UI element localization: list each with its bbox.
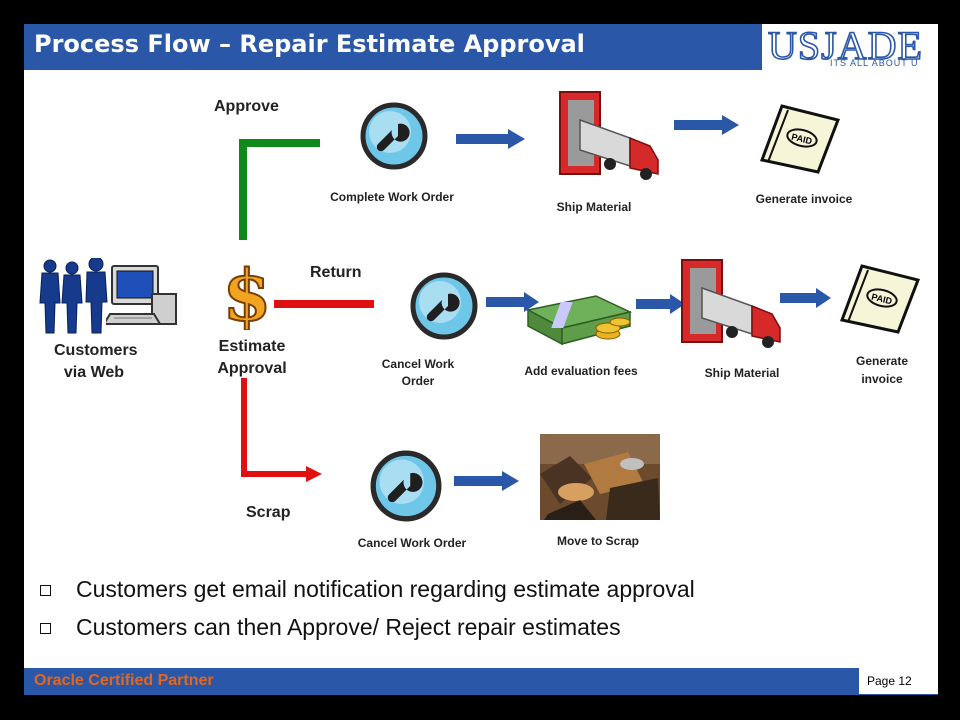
page-number-box: Page 12 bbox=[859, 668, 938, 694]
customers-label: Customers via Web bbox=[54, 342, 138, 381]
logo: USJADE ITS ALL ABOUT U bbox=[764, 22, 938, 70]
invoice-icon: PAID bbox=[759, 104, 841, 174]
footer-partner: Oracle Certified Partner bbox=[34, 672, 214, 689]
scrap-photo bbox=[540, 434, 660, 520]
dollar-icon: $ bbox=[224, 258, 270, 330]
estimate-label: Estimate Approval bbox=[217, 338, 287, 377]
step-move-to-scrap: Move to Scrap bbox=[556, 534, 640, 548]
checkbox-bullet-icon bbox=[40, 623, 51, 634]
step-add-evaluation-fees: Add evaluation fees bbox=[524, 364, 638, 378]
step-cancel-work-order: Cancel Work Order bbox=[357, 536, 467, 550]
wrench-icon bbox=[370, 450, 442, 522]
svg-text:$: $ bbox=[224, 258, 270, 330]
scrap-connector bbox=[241, 378, 322, 482]
people-icon bbox=[39, 258, 108, 334]
step-complete-work-order: Complete Work Order bbox=[330, 190, 454, 204]
title-bar: Process Flow – Repair Estimate Approval bbox=[24, 24, 762, 70]
page-number: Page 12 bbox=[867, 674, 912, 688]
step-generate-invoice: Generate invoice bbox=[755, 192, 853, 206]
logo-wordmark: USJADE bbox=[767, 22, 923, 69]
step-ship-material: Ship Material bbox=[704, 366, 780, 380]
wrench-icon bbox=[410, 272, 478, 340]
truck-icon bbox=[681, 259, 781, 348]
flow-arrow bbox=[454, 471, 519, 491]
flow-arrow bbox=[780, 288, 831, 308]
step-cancel-work-order: Cancel Work Order bbox=[381, 357, 455, 388]
step-ship-material: Ship Material bbox=[556, 200, 632, 214]
return-connector bbox=[274, 300, 374, 308]
invoice-icon: PAID bbox=[839, 264, 921, 334]
flow-arrow bbox=[486, 292, 539, 312]
slide: Process Flow – Repair Estimate Approval … bbox=[24, 22, 938, 695]
approve-connector bbox=[239, 139, 320, 240]
footer-bar: Oracle Certified Partner Page 12 bbox=[24, 668, 938, 695]
branch-scrap: Scrap bbox=[246, 504, 291, 521]
computer-icon bbox=[106, 265, 177, 325]
flow-arrow bbox=[456, 129, 525, 149]
branch-approve: Approve bbox=[214, 98, 279, 115]
branch-return: Return bbox=[310, 264, 362, 281]
flow-arrow bbox=[636, 294, 685, 314]
truck-icon bbox=[559, 91, 659, 180]
bullet-text: Customers get email notification regardi… bbox=[76, 576, 695, 602]
wrench-icon bbox=[360, 102, 428, 170]
step-generate-invoice: Generate invoice bbox=[855, 354, 909, 386]
money-icon bbox=[526, 295, 632, 346]
bullet-text: Customers can then Approve/ Reject repai… bbox=[76, 614, 621, 640]
flow-arrow bbox=[674, 115, 739, 135]
page-title: Process Flow – Repair Estimate Approval bbox=[34, 30, 585, 58]
checkbox-bullet-icon bbox=[40, 585, 51, 596]
logo-tagline: ITS ALL ABOUT U bbox=[830, 58, 919, 68]
